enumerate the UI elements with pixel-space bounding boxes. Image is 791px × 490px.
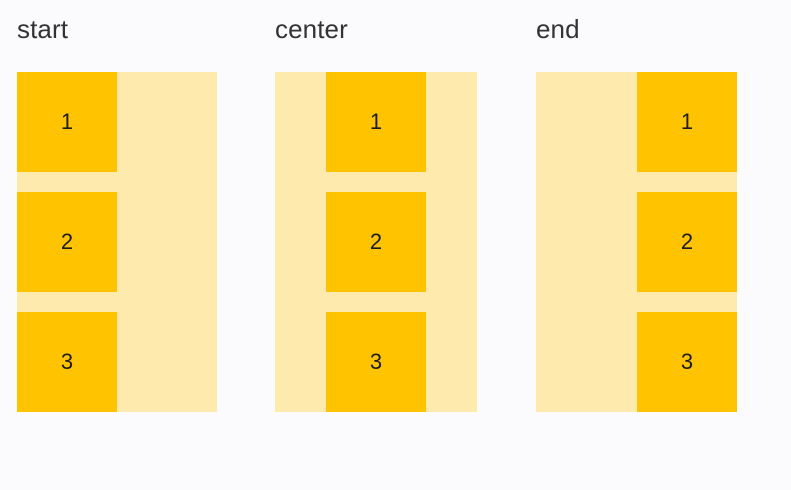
flex-item: 2 bbox=[637, 192, 737, 292]
flex-container-start: 1 2 3 bbox=[17, 72, 217, 412]
flex-item: 1 bbox=[326, 72, 426, 172]
demo-label-center: center bbox=[275, 14, 348, 44]
flex-container-end: 1 2 3 bbox=[536, 72, 737, 412]
flex-item: 3 bbox=[326, 312, 426, 412]
flex-item: 1 bbox=[17, 72, 117, 172]
flex-item: 3 bbox=[17, 312, 117, 412]
flex-item: 2 bbox=[17, 192, 117, 292]
demo-label-end: end bbox=[536, 14, 580, 44]
flex-item: 2 bbox=[326, 192, 426, 292]
flex-container-center: 1 2 3 bbox=[275, 72, 477, 412]
demo-label-start: start bbox=[17, 14, 69, 44]
flex-item: 3 bbox=[637, 312, 737, 412]
flex-item: 1 bbox=[637, 72, 737, 172]
